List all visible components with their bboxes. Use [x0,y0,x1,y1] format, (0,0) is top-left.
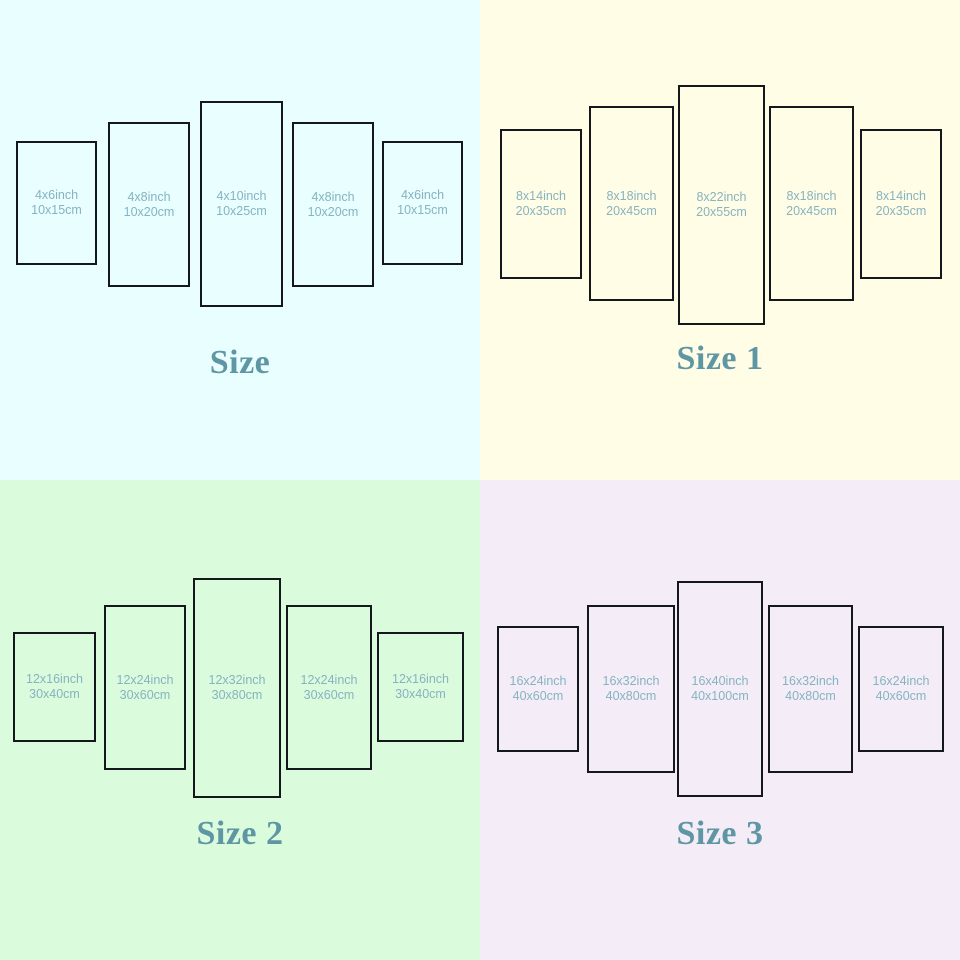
panel-label: 4x8inch 10x20cm [124,190,175,220]
panel-group-size-3: 16x24inch 40x60cm 16x32inch 40x80cm 16x4… [480,480,960,810]
panel-label-cm: 30x60cm [119,687,171,702]
panel-size3-1[interactable]: 16x24inch 40x60cm [497,626,579,752]
panel-size2-2[interactable]: 12x24inch 30x60cm [104,605,186,770]
panel-label-inch: 4x6inch [34,188,79,202]
quadrant-title-size-2: Size 2 [196,815,284,852]
panel-label-cm: 10x20cm [123,204,175,219]
panel-label: 16x32inch 40x80cm [782,674,839,704]
panel-label: 4x6inch 10x15cm [397,188,448,218]
panel-label-cm: 40x60cm [875,689,927,703]
panel-size2-5[interactable]: 12x16inch 30x40cm [377,632,464,742]
quadrant-size-1: 8x14inch 20x35cm 8x18inch 20x45cm 8x22in… [480,0,960,480]
panel-label: 4x10inch 10x25cm [216,189,267,219]
panel-label: 12x24inch 30x60cm [301,673,358,703]
panel-label-cm: 30x80cm [211,688,263,702]
panel-group-size-2: 12x16inch 30x40cm 12x24inch 30x60cm 12x3… [0,480,480,810]
panel-label: 8x14inch 20x35cm [876,189,927,219]
panel-group-size-1: 8x14inch 20x35cm 8x18inch 20x45cm 8x22in… [480,0,960,330]
panel-size2-4[interactable]: 12x24inch 30x60cm [286,605,372,770]
panel-size3-4[interactable]: 16x32inch 40x80cm [768,605,853,773]
panel-label-cm: 30x60cm [303,687,355,702]
panel-label-cm: 20x35cm [875,204,927,218]
panel-label: 8x18inch 20x45cm [786,189,837,219]
panel-label-inch: 8x18inch [606,188,657,203]
quadrant-title-size: Size [209,344,271,381]
panel-label: 8x22inch 20x55cm [696,190,747,220]
panel-size3-2[interactable]: 16x32inch 40x80cm [587,605,675,773]
panel-label: 12x24inch 30x60cm [117,673,174,703]
panel-size1-2[interactable]: 8x18inch 20x45cm [589,106,674,301]
panel-size3-5[interactable]: 16x24inch 40x60cm [858,626,944,752]
panel-label-cm: 10x20cm [307,204,359,219]
panel-label: 8x14inch 20x35cm [516,189,567,219]
panel-size-3[interactable]: 4x10inch 10x25cm [200,101,283,307]
panel-label-inch: 16x32inch [602,674,660,688]
panel-size-1[interactable]: 4x6inch 10x15cm [16,141,97,265]
panel-label-inch: 8x14inch [515,189,567,203]
panel-label-inch: 12x24inch [116,672,174,687]
panel-label-inch: 12x32inch [208,673,266,687]
quadrant-title-size-1: Size 1 [676,340,764,377]
panel-label-cm: 40x80cm [785,689,836,703]
panel-label-inch: 16x24inch [509,674,567,688]
panel-size-2[interactable]: 4x8inch 10x20cm [108,122,190,287]
panel-label-inch: 16x24inch [872,674,930,688]
panel-label-inch: 8x18inch [786,188,837,203]
quadrant-size-3: 16x24inch 40x60cm 16x32inch 40x80cm 16x4… [480,480,960,960]
panel-label: 16x40inch 40x100cm [691,674,749,704]
panel-label-cm: 40x60cm [512,689,564,703]
panel-label-inch: 12x16inch [26,672,83,686]
panel-size1-1[interactable]: 8x14inch 20x35cm [500,129,582,279]
panel-size1-4[interactable]: 8x18inch 20x45cm [769,106,854,301]
panel-label: 16x24inch 40x60cm [510,674,567,704]
quadrant-size-2: 12x16inch 30x40cm 12x24inch 30x60cm 12x3… [0,480,480,960]
panel-label-cm: 20x55cm [696,205,747,219]
panel-size2-3[interactable]: 12x32inch 30x80cm [193,578,281,798]
panel-label: 12x16inch 30x40cm [392,672,449,702]
panel-label-inch: 16x40inch [691,674,749,688]
panel-label-cm: 40x80cm [605,689,657,703]
panel-label-inch: 12x16inch [392,672,449,686]
panel-label-cm: 20x35cm [515,204,567,218]
panel-label-inch: 4x8inch [311,189,355,204]
panel-label-inch: 12x24inch [300,672,358,687]
panel-label-cm: 10x25cm [216,204,267,218]
panel-label: 16x24inch 40x60cm [873,674,930,704]
panel-label: 12x32inch 30x80cm [209,673,266,703]
panel-label: 16x32inch 40x80cm [603,674,660,704]
panel-label-inch: 4x6inch [400,188,445,202]
panel-size-5[interactable]: 4x6inch 10x15cm [382,141,463,265]
panel-label-inch: 4x8inch [127,189,171,204]
panel-label-cm: 10x15cm [397,203,448,217]
panel-label-cm: 40x100cm [691,689,749,703]
panel-label-inch: 4x10inch [216,189,267,203]
panel-label: 8x18inch 20x45cm [606,189,657,219]
panel-size3-3[interactable]: 16x40inch 40x100cm [677,581,763,797]
panel-label-inch: 8x14inch [875,189,927,203]
panel-label-inch: 8x22inch [696,190,747,204]
panel-size2-1[interactable]: 12x16inch 30x40cm [13,632,96,742]
panel-label-cm: 20x45cm [786,203,837,218]
panel-label-cm: 30x40cm [395,687,446,701]
panel-label: 4x6inch 10x15cm [31,188,82,218]
panel-size1-5[interactable]: 8x14inch 20x35cm [860,129,942,279]
panel-group-size: 4x6inch 10x15cm 4x8inch 10x20cm 4x10inch… [0,0,480,330]
panel-label-cm: 30x40cm [29,687,80,701]
quadrant-title-size-3: Size 3 [676,815,764,852]
panel-label: 4x8inch 10x20cm [308,190,359,220]
panel-size-4[interactable]: 4x8inch 10x20cm [292,122,374,287]
panel-label-cm: 20x45cm [606,203,657,218]
panel-label: 12x16inch 30x40cm [26,672,83,702]
panel-label-inch: 16x32inch [782,674,839,688]
panel-size1-3[interactable]: 8x22inch 20x55cm [678,85,765,325]
quadrant-size: 4x6inch 10x15cm 4x8inch 10x20cm 4x10inch… [0,0,480,480]
panel-label-cm: 10x15cm [31,203,82,217]
